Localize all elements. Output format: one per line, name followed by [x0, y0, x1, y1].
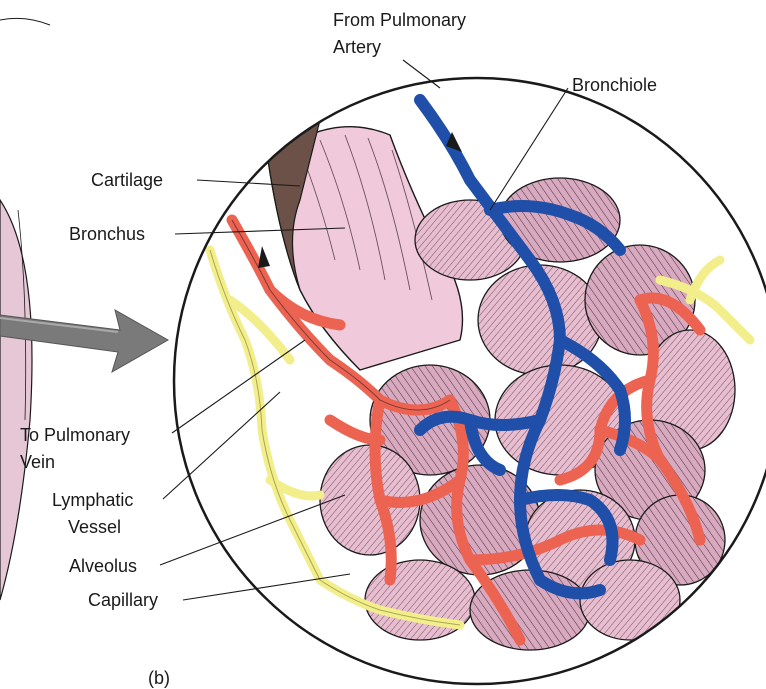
- label-bronchiole: Bronchiole: [572, 75, 657, 95]
- lung-edge-fragment: [0, 18, 50, 600]
- label-to-pulmonary-vein-1: To Pulmonary: [20, 425, 130, 445]
- label-from-pulmonary-artery-1: From Pulmonary: [333, 10, 466, 30]
- label-to-pulmonary-vein-2: Vein: [20, 452, 55, 472]
- label-cartilage: Cartilage: [91, 170, 163, 190]
- label-lymphatic-vessel-2: Vessel: [68, 517, 121, 537]
- magnified-view: [170, 70, 766, 689]
- label-alveolus: Alveolus: [69, 556, 137, 576]
- label-panel-b: (b): [148, 668, 170, 688]
- label-lymphatic-vessel-1: Lymphatic: [52, 490, 133, 510]
- label-bronchus: Bronchus: [69, 224, 145, 244]
- label-capillary: Capillary: [88, 590, 158, 610]
- label-from-pulmonary-artery-2: Artery: [333, 37, 381, 57]
